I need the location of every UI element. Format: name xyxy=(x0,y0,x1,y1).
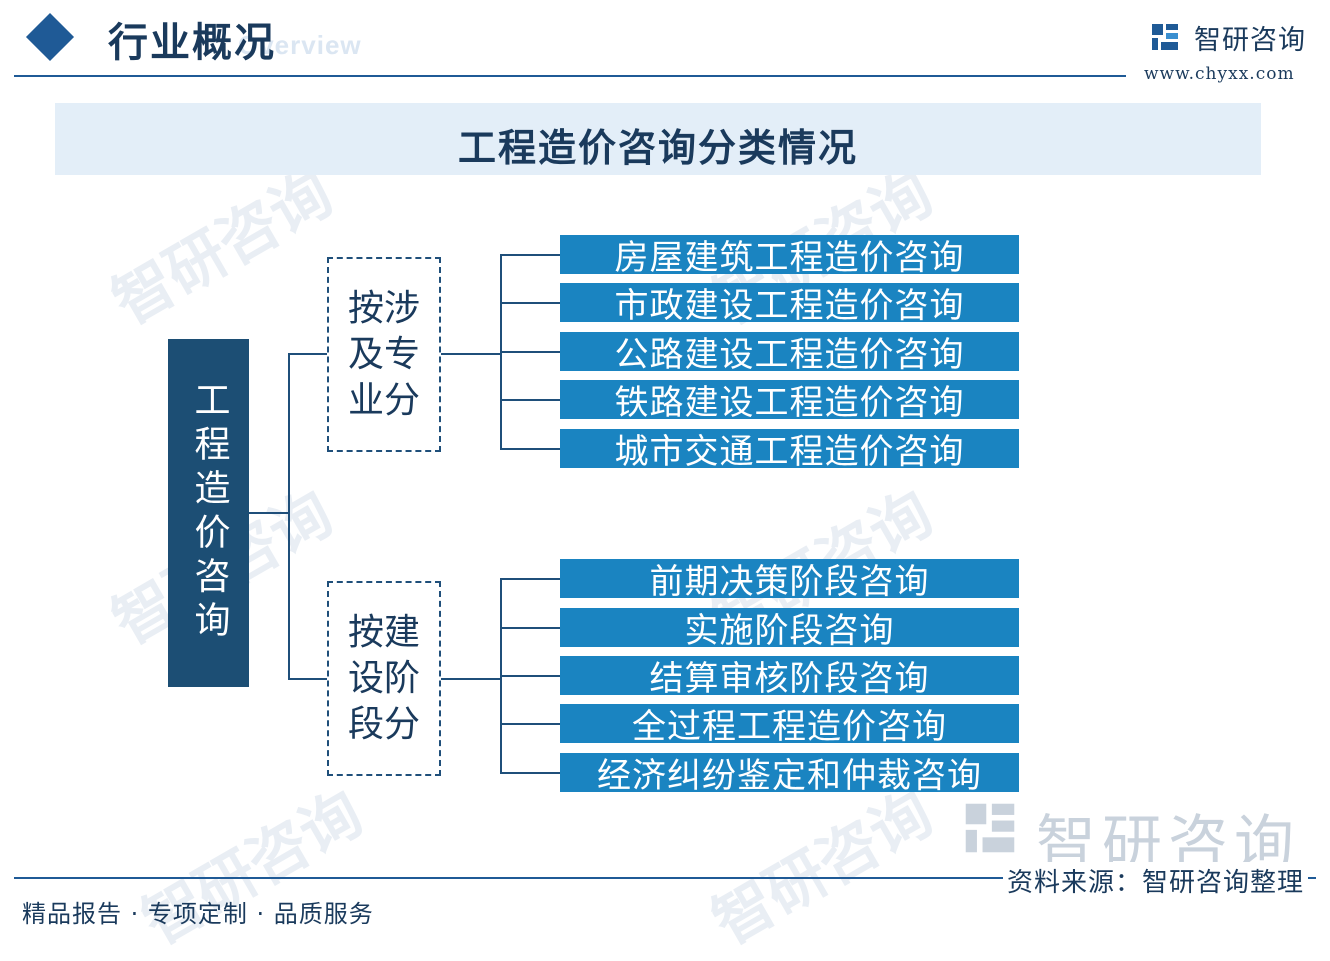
connector-line xyxy=(500,627,560,629)
watermark-logo-icon xyxy=(965,803,1015,853)
connector-line xyxy=(249,512,289,514)
leaf-node: 结算审核阶段咨询 xyxy=(560,656,1019,695)
connector-line xyxy=(500,578,560,580)
leaf-node-label: 市政建设工程造价咨询 xyxy=(614,286,965,322)
group-box-by-specialty: 按涉及专业分 xyxy=(327,257,441,452)
connector-line xyxy=(288,353,327,355)
leaf-node-label: 全过程工程造价咨询 xyxy=(632,707,947,743)
root-node-label: 工程造价咨询 xyxy=(188,381,230,645)
leaf-node-label: 城市交通工程造价咨询 xyxy=(614,432,965,468)
diagram-title: 工程造价咨询分类情况 xyxy=(457,125,858,170)
leaf-node-label: 前期决策阶段咨询 xyxy=(649,562,930,598)
group-label: 按建设阶段分 xyxy=(347,611,420,745)
group-box-by-stage: 按建设阶段分 xyxy=(327,581,441,776)
connector-line xyxy=(288,353,290,680)
footer-tagline: 精品报告 · 专项定制 · 品质服务 xyxy=(22,900,374,928)
connector-line xyxy=(500,772,560,774)
connector-line xyxy=(288,678,327,680)
leaf-node-label: 经济纠纷鉴定和仲裁咨询 xyxy=(597,756,982,792)
leaf-node: 经济纠纷鉴定和仲裁咨询 xyxy=(560,753,1019,792)
leaf-node-label: 铁路建设工程造价咨询 xyxy=(614,383,965,419)
leaf-node: 铁路建设工程造价咨询 xyxy=(560,380,1019,419)
connector-line xyxy=(500,675,560,677)
leaf-node-label: 结算审核阶段咨询 xyxy=(649,659,930,695)
leaf-node: 房屋建筑工程造价咨询 xyxy=(560,235,1019,274)
header-title: 行业概况 xyxy=(108,19,276,66)
group-label: 按涉及专业分 xyxy=(347,287,420,421)
footer-divider xyxy=(14,877,1316,879)
leaf-node: 实施阶段咨询 xyxy=(560,608,1019,647)
leaf-node: 前期决策阶段咨询 xyxy=(560,559,1019,598)
connector-line xyxy=(500,254,560,256)
watermark-text: 智研咨询 xyxy=(101,157,345,339)
title-band: 工程造价咨询分类情况 xyxy=(55,103,1261,175)
root-node: 工程造价咨询 xyxy=(168,339,249,687)
connector-line xyxy=(500,723,560,725)
leaf-node-label: 实施阶段咨询 xyxy=(684,611,895,647)
connector-line xyxy=(441,678,501,680)
connector-line xyxy=(500,448,560,450)
footer-source: 资料来源：智研咨询整理 xyxy=(1002,862,1308,899)
leaf-node: 城市交通工程造价咨询 xyxy=(560,429,1019,468)
connector-line xyxy=(500,302,560,304)
connector-line xyxy=(500,351,560,353)
leaf-node-label: 公路建设工程造价咨询 xyxy=(614,335,965,371)
watermark-text: 智研咨询 xyxy=(701,777,945,959)
brand-logo-icon xyxy=(1152,24,1178,50)
leaf-node: 市政建设工程造价咨询 xyxy=(560,283,1019,322)
leaf-node: 全过程工程造价咨询 xyxy=(560,704,1019,743)
connector-line xyxy=(500,399,560,401)
brand-name: 智研咨询 xyxy=(1194,25,1306,56)
brand-url: www.chyxx.com xyxy=(1144,64,1295,84)
header-divider xyxy=(14,75,1126,77)
leaf-node: 公路建设工程造价咨询 xyxy=(560,332,1019,371)
connector-line xyxy=(441,353,501,355)
watermark-text: 智研咨询 xyxy=(131,777,375,959)
leaf-node-label: 房屋建筑工程造价咨询 xyxy=(614,238,965,274)
